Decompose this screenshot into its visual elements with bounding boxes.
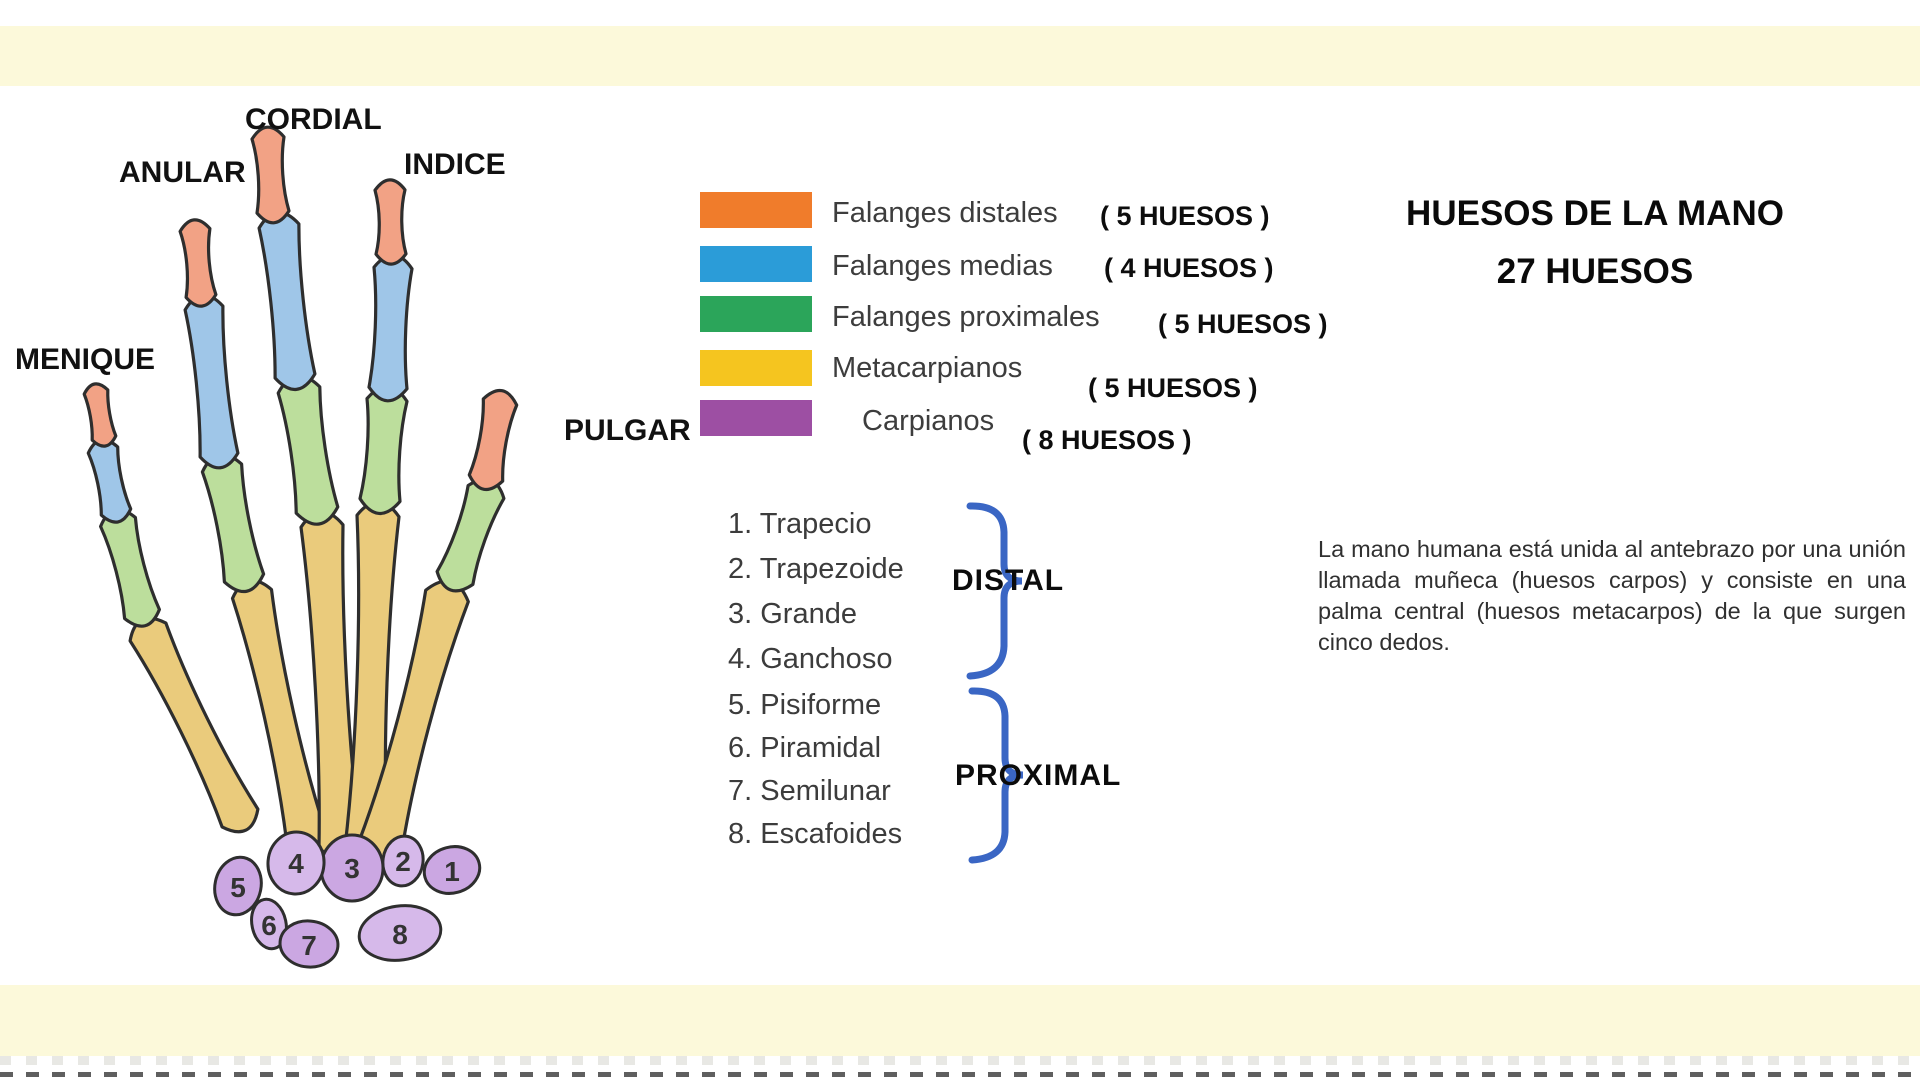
carpal-list-item: 8. Escafoides	[728, 818, 903, 850]
carpal-list-distal: 1. Trapecio 2. Trapezoide 3. Grande 4. G…	[728, 502, 904, 682]
finger-label-pulgar: PULGAR	[564, 414, 691, 447]
legend-swatch-falanges-proximales	[700, 296, 812, 332]
bone-shape	[200, 453, 266, 593]
legend-label-carpianos: Carpianos	[862, 405, 995, 437]
bone-shape	[128, 616, 260, 834]
bottom-accent-strip	[0, 985, 1920, 1056]
carpal-bone-shape	[278, 919, 340, 969]
title-block: HUESOS DE LA MANO 27 HUESOS	[1340, 194, 1850, 292]
legend-count-carpianos: ( 8 HUESOS )	[1022, 425, 1192, 455]
carpal-bone-shape	[250, 897, 288, 951]
bone-shape	[257, 211, 317, 391]
legend-label-metacarpianos: Metacarpianos	[832, 352, 1023, 384]
bone-shape	[435, 477, 506, 593]
legend-swatch-metacarpianos	[700, 350, 812, 386]
bone-shape	[367, 253, 414, 403]
carpal-number-3: 3	[344, 853, 360, 884]
bone-shape	[183, 293, 240, 470]
bone-shape	[467, 389, 519, 491]
bone-shape	[178, 218, 218, 308]
legend-swatch-falanges-medias	[700, 246, 812, 282]
bone-shape	[99, 508, 161, 628]
legend-label-falanges-distales: Falanges distales	[832, 197, 1058, 229]
legend-swatch-falanges-distales	[700, 192, 812, 228]
carpal-number-7: 7	[301, 930, 317, 961]
carpal-bone-shape	[357, 904, 443, 962]
carpal-list-item: 1. Trapecio	[728, 508, 872, 540]
carpal-list-item: 2. Trapezoide	[728, 553, 904, 585]
legend-label-falanges-proximales: Falanges proximales	[832, 301, 1100, 333]
finger-label-indice: INDICE	[404, 148, 506, 181]
legend-count-falanges-medias: ( 4 HUESOS )	[1104, 253, 1274, 283]
legend-count-falanges-distales: ( 5 HUESOS )	[1100, 201, 1270, 231]
legend-swatch-carpianos	[700, 400, 812, 436]
hand-bones-layer	[82, 125, 519, 969]
carpal-list-item: 3. Grande	[728, 598, 857, 630]
bottom-dashed-line-light	[0, 1056, 1920, 1065]
legend-count-falanges-proximales: ( 5 HUESOS )	[1158, 309, 1328, 339]
carpal-list-item: 4. Ganchoso	[728, 643, 893, 675]
carpal-number-6: 6	[261, 910, 277, 941]
carpal-numbers: 1 2 3 4 5 6 7 8	[230, 846, 460, 961]
bone-shape	[373, 178, 408, 266]
bone-shape	[276, 374, 340, 526]
finger-label-cordial: CORDIAL	[245, 103, 382, 136]
proximal-group-label: PROXIMAL	[955, 759, 1122, 792]
description-paragraph: La mano humana está unida al antebrazo p…	[1318, 536, 1906, 655]
carpal-number-5: 5	[230, 872, 246, 903]
carpal-list-item: 6. Piramidal	[728, 732, 882, 764]
carpal-bone-shape	[266, 830, 326, 896]
carpal-list-item: 7. Semilunar	[728, 775, 891, 807]
page-subtitle: 27 HUESOS	[1496, 252, 1694, 291]
carpal-number-4: 4	[288, 848, 304, 879]
legend-count-metacarpianos: ( 5 HUESOS )	[1088, 373, 1258, 403]
carpal-list-item: 5. Pisiforme	[728, 689, 882, 721]
page-title: HUESOS DE LA MANO	[1406, 194, 1784, 233]
top-accent-strip	[0, 26, 1920, 86]
legend-label-falanges-medias: Falanges medias	[832, 250, 1053, 282]
distal-group-label: DISTAL	[952, 564, 1065, 597]
finger-label-anular: ANULAR	[119, 156, 246, 189]
carpal-list-proximal: 5. Pisiforme 6. Piramidal 7. Semilunar 8…	[728, 684, 902, 856]
carpal-number-1: 1	[444, 856, 460, 887]
bottom-dashed-line	[0, 1072, 1920, 1077]
carpal-number-2: 2	[395, 846, 411, 877]
carpal-number-8: 8	[392, 919, 408, 950]
bone-shape	[82, 382, 118, 448]
bone-shape	[86, 438, 133, 524]
bone-shape	[358, 384, 409, 516]
carpal-bone-shape	[213, 855, 263, 917]
bone-shape	[250, 125, 291, 225]
carpal-bone-shape	[422, 845, 482, 895]
finger-label-menique: MENIQUE	[15, 343, 156, 376]
